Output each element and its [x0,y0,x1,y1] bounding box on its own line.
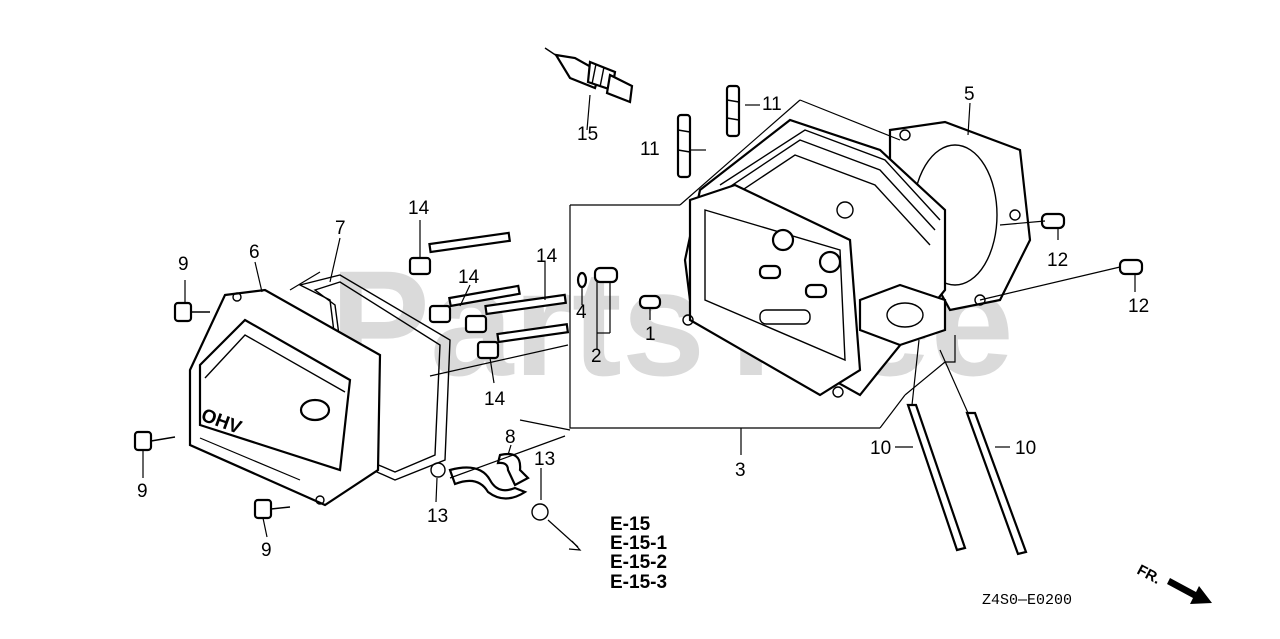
section-ref[interactable]: E-15-2 [610,552,667,573]
bolt-mid-1[interactable] [428,284,521,324]
section-ref[interactable]: E-15-3 [610,572,667,593]
callout-10-right: 10 [1015,438,1036,459]
callout-11-right: 11 [762,94,782,115]
callout-13-left: 13 [427,506,448,527]
head-cover-gasket[interactable] [297,274,451,481]
callout-14-bottom: 14 [484,389,506,410]
callout-9-bottom: 9 [261,540,272,561]
front-label: FR. [1134,562,1163,588]
cover-bolt-bottom[interactable] [253,498,291,520]
diagram-code: Z4S0—E0200 [982,592,1072,609]
dowel-pin-c[interactable] [758,264,782,280]
callout-12-upper: 12 [1047,250,1068,271]
stud-bolt-upper-right[interactable] [725,84,741,138]
callout-14-top: 14 [408,198,430,219]
stud-long-right[interactable] [965,411,1028,556]
front-arrow-icon [1167,578,1212,604]
o-ring[interactable] [576,271,588,289]
callout-7: 7 [335,218,346,239]
callout-1: 1 [645,324,656,345]
stud-bolt-upper-left[interactable] [676,113,692,179]
callout-9-top: 9 [178,254,189,275]
stud-long-left[interactable] [906,403,967,552]
head-cover[interactable]: OHV [188,288,382,507]
callout-3: 3 [735,460,746,481]
callout-10-left: 10 [870,438,891,459]
callout-13-right: 13 [534,449,555,470]
section-ref[interactable]: E-15 [610,514,651,535]
dowel-right-upper[interactable] [1040,212,1066,230]
cylinder-head-group-bracket [569,99,956,455]
section-ref[interactable]: E-15-1 [610,533,667,554]
callout-14-right: 14 [536,246,558,267]
callout-11-left: 11 [640,139,660,160]
dowel-pin-d[interactable] [804,283,828,299]
cylinder-head[interactable] [682,118,947,398]
hose-clip-right[interactable] [531,503,549,521]
front-direction-indicator: FR. [1134,562,1212,604]
dowel-right-lower[interactable] [1118,258,1144,276]
spark-plug[interactable] [544,47,634,104]
callout-15: 15 [577,124,598,145]
cover-bolt-top[interactable] [173,301,210,323]
section-refs: E-15 E-15-1 E-15-2 E-15-3 [610,514,667,593]
dowel-pin-b[interactable] [638,294,662,310]
callout-8: 8 [505,427,516,448]
callout-6: 6 [249,242,260,263]
hose-clip-left[interactable] [430,462,446,478]
breather-tube[interactable] [448,452,530,500]
callout-9-left: 9 [137,481,148,502]
callout-2: 2 [591,346,602,367]
bolt-lower[interactable] [476,323,570,360]
cover-bolt-left[interactable] [133,430,176,452]
callout-12-lower: 12 [1128,296,1149,317]
leader-lines [142,94,1136,551]
callout-14-mid: 14 [458,267,480,288]
callout-5: 5 [964,84,975,105]
callout-4: 4 [576,302,587,323]
bolt-mid-2[interactable] [464,293,568,334]
dowel-pin-a[interactable] [593,266,619,284]
